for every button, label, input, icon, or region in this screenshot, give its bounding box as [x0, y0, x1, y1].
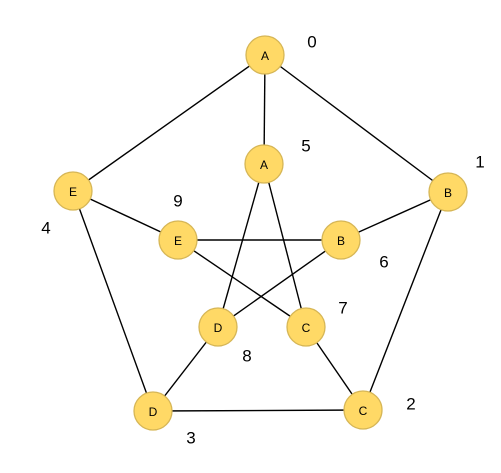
- edge-n0-n1: [264, 54, 449, 193]
- node-circle: [198, 307, 238, 347]
- node-circle: [244, 144, 284, 184]
- node-circle: [245, 35, 285, 75]
- node-letter-label: A: [260, 158, 268, 172]
- node-n3: D: [133, 391, 173, 431]
- node-number-label: 7: [338, 299, 347, 318]
- node-number-label: 6: [379, 253, 388, 272]
- node-letter-label: D: [149, 405, 158, 419]
- node-n5: A: [244, 144, 284, 184]
- node-number-label: 0: [307, 33, 316, 52]
- node-number-label: 3: [186, 429, 195, 448]
- node-circle: [133, 391, 173, 431]
- node-n0: A: [245, 35, 285, 75]
- node-n9: E: [158, 220, 198, 260]
- node-letter-label: E: [174, 234, 182, 248]
- node-circle: [321, 220, 361, 260]
- edge-n6-n8: [217, 239, 342, 328]
- edge-n8-n5: [217, 163, 265, 328]
- node-letter-label: D: [214, 321, 223, 335]
- node-circle: [158, 220, 198, 260]
- edge-n3-n4: [72, 190, 154, 412]
- edge-n5-n7: [263, 163, 307, 328]
- node-number-label: 8: [242, 347, 251, 366]
- numbers-layer: 0 1 2 3 4 5 6 7 8 9: [41, 33, 484, 448]
- edge-n2-n3: [152, 409, 364, 412]
- node-n8: D: [198, 307, 238, 347]
- node-n4: E: [53, 171, 93, 211]
- edges-layer: [72, 54, 449, 412]
- node-n7: C: [286, 307, 326, 347]
- node-number-label: 9: [173, 192, 182, 211]
- node-number-label: 4: [41, 219, 50, 238]
- node-circle: [428, 172, 468, 212]
- node-n1: B: [428, 172, 468, 212]
- node-letter-label: C: [359, 404, 368, 418]
- node-letter-label: A: [261, 49, 269, 63]
- node-number-label: 2: [406, 395, 415, 414]
- node-number-label: 1: [475, 153, 484, 172]
- edge-n7-n9: [177, 239, 307, 328]
- node-circle: [286, 307, 326, 347]
- node-circle: [53, 171, 93, 211]
- nodes-layer: A B C D E A B C D E: [53, 35, 468, 431]
- node-letter-label: B: [444, 186, 452, 200]
- node-circle: [343, 390, 383, 430]
- node-n2: C: [343, 390, 383, 430]
- node-n6: B: [321, 220, 361, 260]
- edge-n1-n2: [362, 191, 449, 411]
- node-letter-label: B: [337, 234, 345, 248]
- node-letter-label: C: [302, 321, 311, 335]
- edge-n4-n0: [72, 54, 266, 192]
- node-letter-label: E: [69, 185, 77, 199]
- node-number-label: 5: [301, 137, 310, 156]
